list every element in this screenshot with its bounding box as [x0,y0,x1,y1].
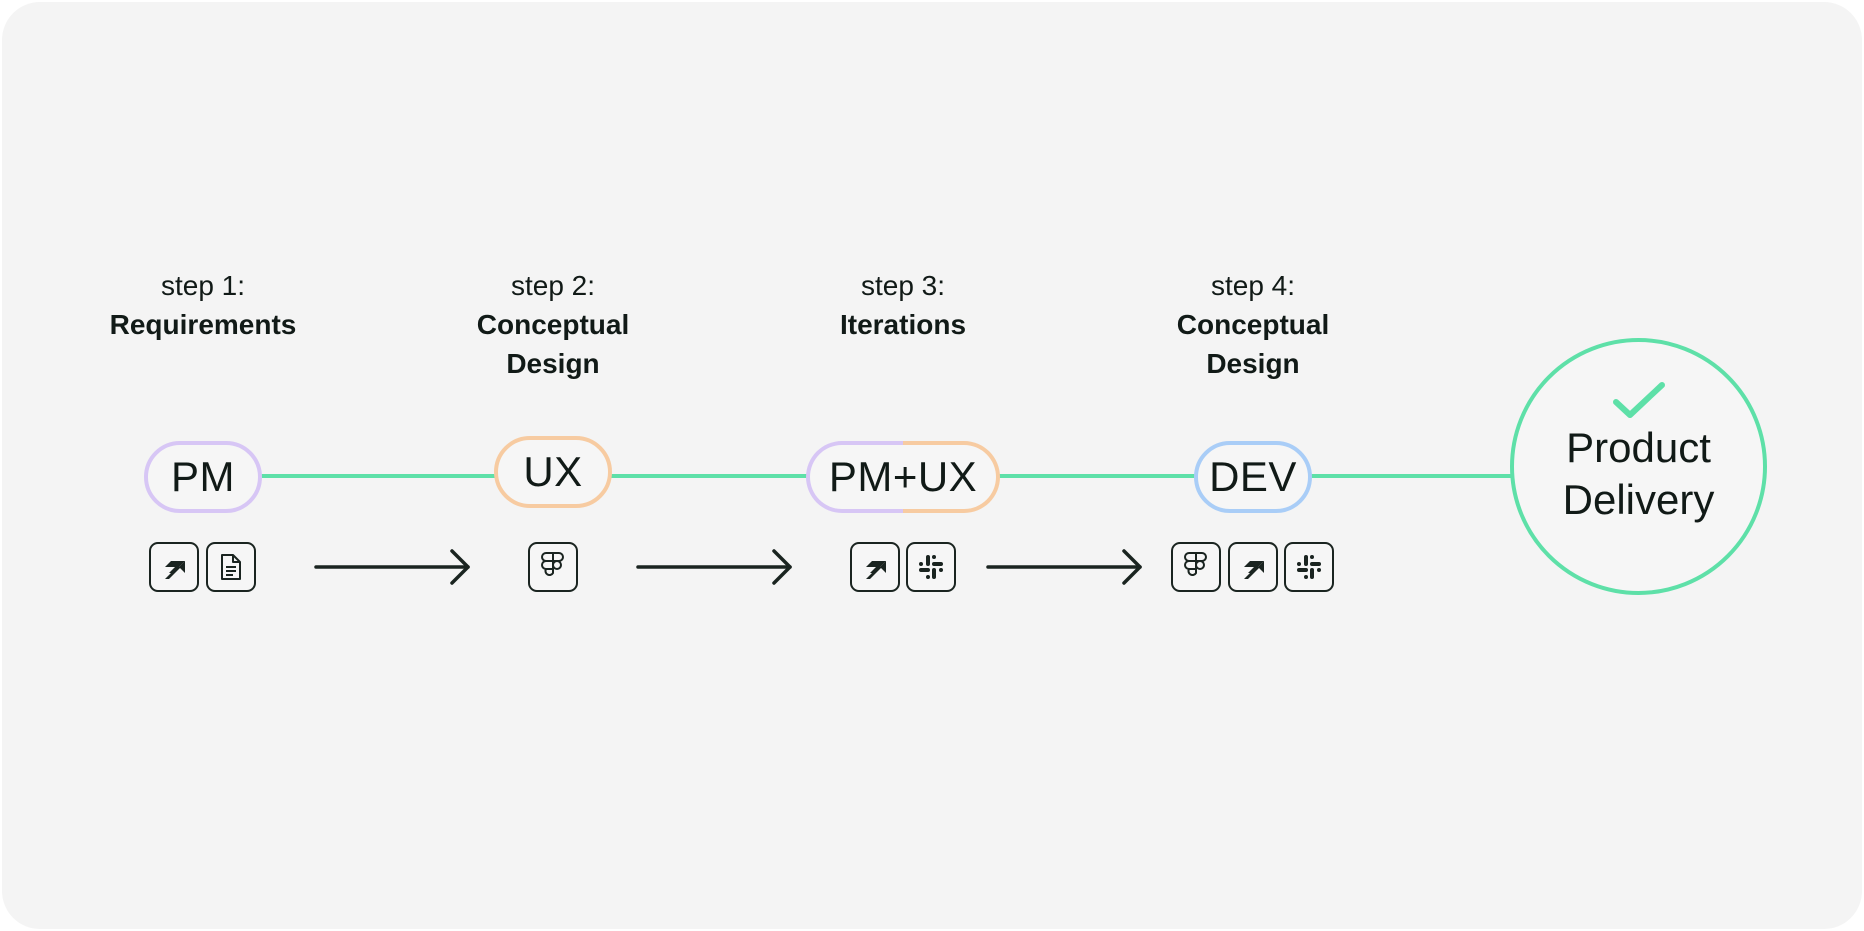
step-4-title-line-2: Design [1206,348,1300,379]
product-delivery-line-2: Delivery [1562,476,1715,523]
step-1-label: step 1: Requirements [53,266,353,344]
role-pill-inner: PM+UX [810,445,996,509]
step-3-title: Iterations [839,309,967,340]
role-pill-ux: UX [494,436,612,508]
role-pill-label: PM+UX [828,453,978,500]
document-icon [206,542,256,592]
step-2-title-line-2: Design [506,348,600,379]
product-delivery-line-1: Product [1566,424,1711,471]
step-2-label: step 2: Conceptual Design [403,266,703,383]
product-delivery-label: Product Delivery [1514,422,1763,526]
jira-icon [1228,542,1278,592]
figma-icon [528,542,578,592]
role-pill-pm-ux: PM+UX [806,441,1000,513]
step-3-label: step 3: Iterations [753,266,1053,344]
slack-icon [906,542,956,592]
role-pill-label: UX [523,448,583,495]
step-4-number: step 4: [1210,270,1296,301]
role-pill-dev: DEV [1194,441,1312,513]
jira-icon [850,542,900,592]
product-delivery-node: Product Delivery [1510,338,1767,595]
role-pill-pm: PM [144,441,262,513]
role-pill-label: DEV [1209,453,1297,500]
step-1-title: Requirements [109,309,297,340]
step-4-label: step 4: Conceptual Design [1103,266,1403,383]
slack-icon [1284,542,1334,592]
step-3-number: step 3: [860,270,946,301]
step-2-title-line-1: Conceptual [476,309,630,340]
checkmark-icon [1613,382,1665,418]
step-1-number: step 1: [160,270,246,301]
step-2-number: step 2: [510,270,596,301]
role-pill-label: PM [171,453,235,500]
jira-icon [149,542,199,592]
step-4-title-line-1: Conceptual [1176,309,1330,340]
figma-icon [1171,542,1221,592]
